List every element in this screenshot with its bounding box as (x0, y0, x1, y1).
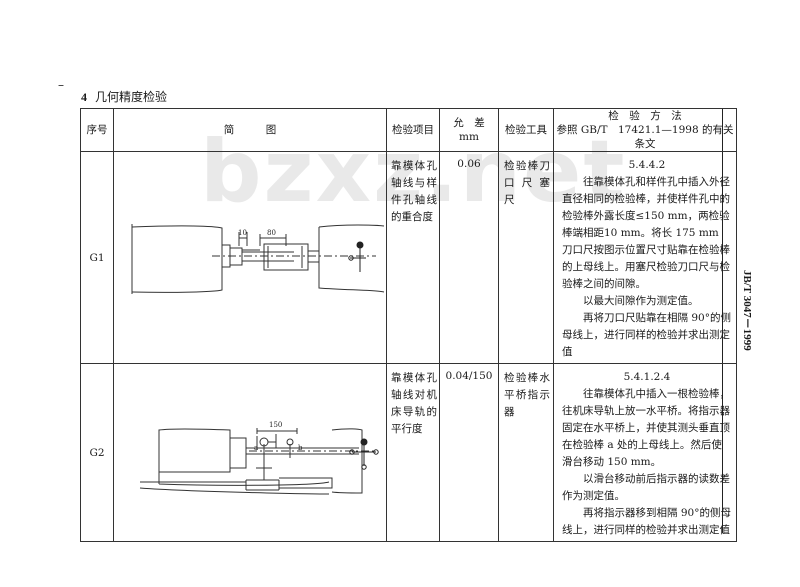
g2-point-a: a (254, 444, 258, 452)
method-ref: 5.4.4.2 (628, 159, 666, 171)
header-method: 检 验 方 法参照 GB/T 17421.1—1998 的有关条文 (553, 108, 737, 152)
table-header-row: 序号 简 图 检验项目 允 差 mm 检验工具 检 验 方 法参照 GB/T 17… (80, 108, 737, 152)
diagram-g1: 10 80 (131, 224, 385, 294)
header-tolerance-label: 允 差 (453, 117, 485, 129)
inspection-table: 序号 简 图 检验项目 允 差 mm 检验工具 检 验 方 法参照 GB/T 17… (80, 108, 737, 542)
row-method: 5.4.1.2.4 往靠模体孔中插入一根检验棒，往机床导轨上放一水平桥。将指示器… (553, 363, 737, 542)
table-row: G2 (80, 363, 737, 542)
g2-direction-symbol (349, 438, 379, 470)
row-seq: G1 (80, 151, 114, 364)
header-tolerance: 允 差 mm (439, 108, 499, 152)
table-row: G1 10 (80, 151, 737, 364)
figure-g1: 10 80 (113, 151, 387, 364)
header-figure: 简 图 (113, 108, 387, 152)
row-item: 靠模体孔轴线与样件孔轴线的重合度 (386, 151, 440, 364)
method-para: 以滑台移动前后指示器的读数差作为测定值。 (562, 473, 730, 502)
header-tool: 检验工具 (498, 108, 554, 152)
standard-code: JB/T 3047－1999 (741, 270, 753, 351)
section-number: 4 (81, 90, 87, 104)
header-method-ref: 参照 GB/T 17421.1—1998 的有关条文 (556, 124, 734, 150)
section-title: 4 几何精度检验 (81, 88, 167, 105)
row-item: 靠模体孔轴线对机床导轨的平行度 (386, 363, 440, 542)
method-para: 以最大间隙作为测定值。 (583, 295, 699, 307)
g2-point-b: b (298, 444, 303, 452)
method-ref: 5.4.1.2.4 (623, 371, 671, 383)
row-tolerance: 0.04/150 (439, 363, 499, 542)
g1-dim-right: 80 (267, 229, 276, 237)
method-para: 往靠模体孔中插入一根检验棒，往机床导轨上放一水平桥。将指示器固定在水平桥上，并使… (562, 388, 730, 468)
method-para: 再将刀口尺贴靠在相隔 90°的侧母线上，进行同样的检验并求出测定值 (562, 312, 731, 358)
figure-g2: 150 a b (113, 363, 387, 542)
row-seq: G2 (80, 363, 114, 542)
header-seq: 序号 (80, 108, 114, 152)
g1-dim-left: 10 (238, 229, 247, 237)
header-method-label: 检 验 方 法 (608, 110, 682, 122)
diagram-g2: 150 a b (139, 421, 379, 494)
g1-direction-symbol (348, 241, 366, 272)
method-para: 再将指示器移到相隔 90°的侧母线上，进行同样的检验并求出测定值 (562, 507, 731, 536)
section-title-text: 几何精度检验 (95, 90, 168, 104)
header-item: 检验项目 (386, 108, 440, 152)
page-dash: – (58, 78, 64, 92)
row-method: 5.4.4.2 往靠模体孔和样件孔中插入外径直径相同的检验棒，并使样件孔中的检验… (553, 151, 737, 364)
row-tool: 检验棒水平桥指示器 (498, 363, 554, 542)
g2-dim-150: 150 (269, 421, 282, 429)
row-tool: 检验棒刀口尺塞 尺 (498, 151, 561, 364)
method-para: 往靠模体孔和样件孔中插入外径直径相同的检验棒，并使样件孔中的检验棒外露长度≤15… (562, 176, 730, 290)
row-tolerance: 0.06 (439, 151, 499, 364)
header-tolerance-unit: mm (459, 131, 479, 143)
